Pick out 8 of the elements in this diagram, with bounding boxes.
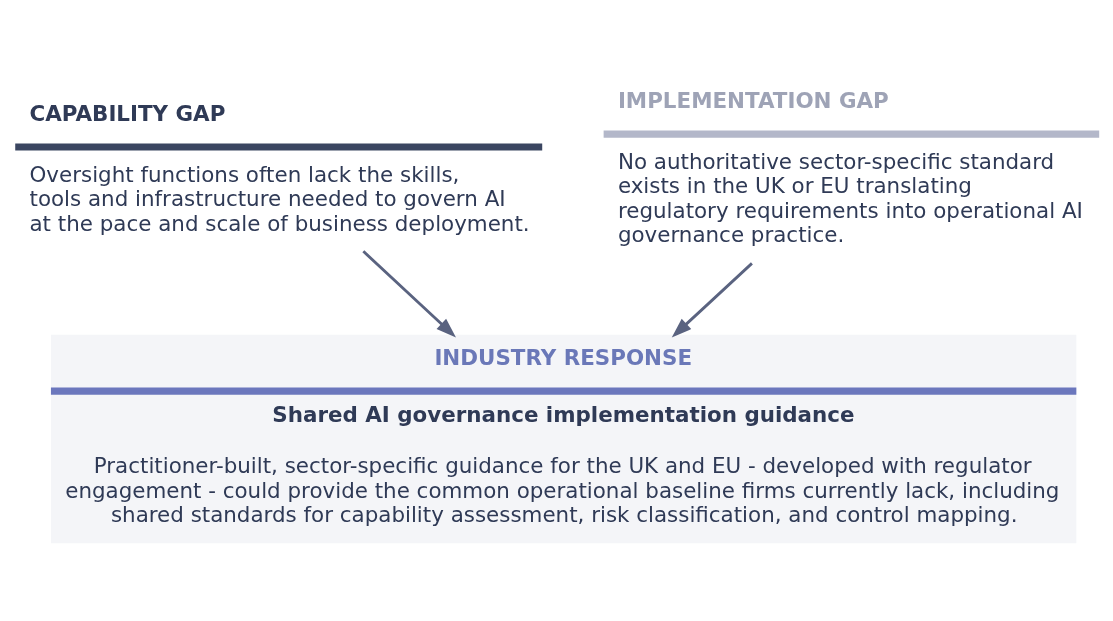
arrow — [362, 250, 456, 338]
node-label: Oversight functions often lack the skills, tools and infrastructure needed to govern AI at the pace and scale of business deployment. — [29, 161, 530, 236]
node-box — [15, 143, 543, 151]
node-box — [603, 130, 1100, 138]
arrow — [671, 262, 753, 338]
node-label: CAPABILITY GAP — [29, 100, 226, 126]
node-label: No authoritative sector-specific standard exists in the UK or EU translating regulatory requirements into operational AI governance practice. — [617, 149, 1083, 247]
node-label: IMPLEMENTATION GAP — [617, 87, 889, 113]
